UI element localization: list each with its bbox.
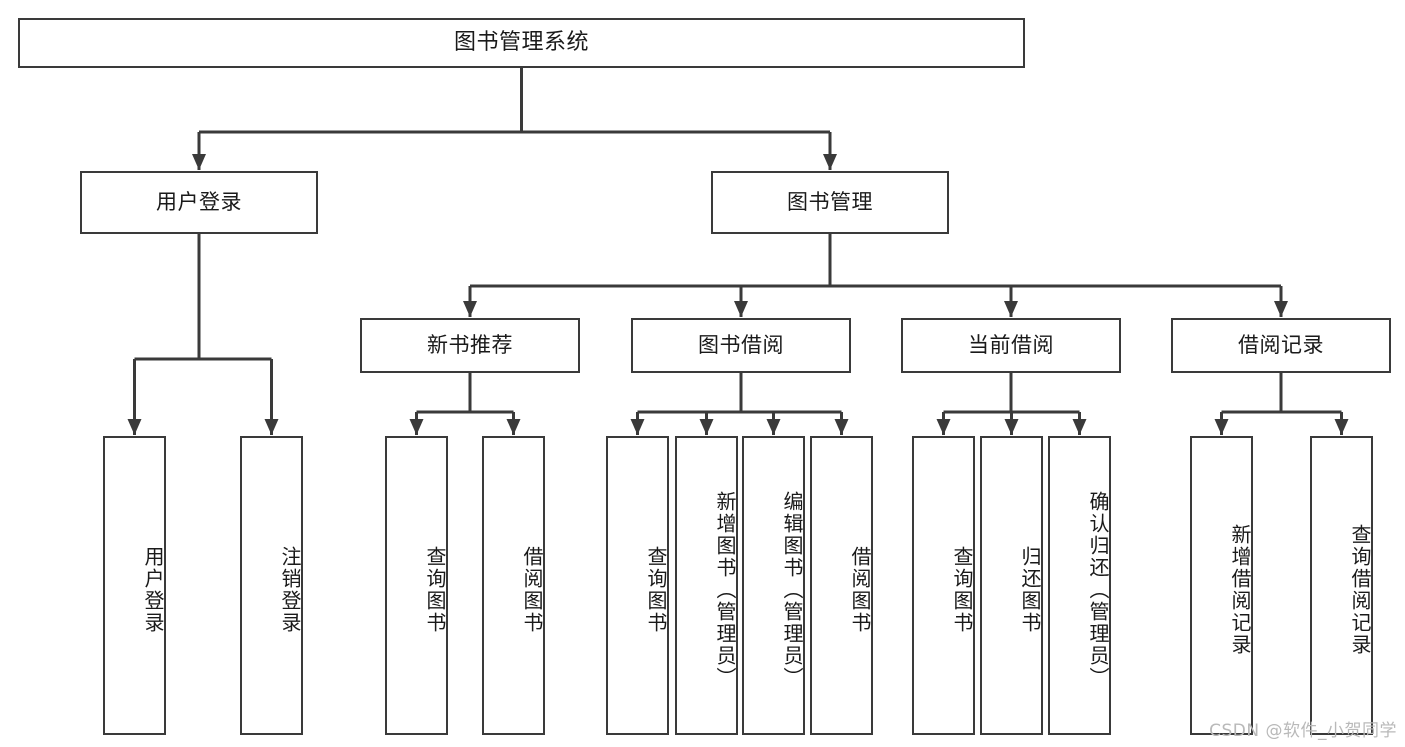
node-label: 借阅记录 [1238,333,1324,358]
node-label: 查询图书 [423,545,447,634]
node-leaf-rc2[interactable]: 查询借阅记录 [1310,436,1373,735]
node-leaf-cb2[interactable]: 归还图书 [980,436,1043,735]
node-leaf-login1[interactable]: 用户登录 [103,436,166,735]
node-newbook[interactable]: 新书推荐 [360,318,580,373]
node-label: 归还图书 [1018,545,1042,634]
node-leaf-rc1[interactable]: 新增借阅记录 [1190,436,1253,735]
node-records[interactable]: 借阅记录 [1171,318,1391,373]
node-label: 新增借阅记录 [1228,523,1252,656]
node-label: 用户登录 [141,545,165,634]
node-label: 注销登录 [278,545,302,634]
node-current[interactable]: 当前借阅 [901,318,1121,373]
node-label: 图书管理系统 [453,30,589,56]
node-label: 查询图书 [950,545,974,634]
node-label: 图书管理 [787,190,873,215]
node-label: 借阅图书 [520,545,544,634]
node-label: 用户登录 [156,190,242,215]
node-leaf-bw3[interactable]: 编辑图书（管理员） [742,436,805,735]
node-leaf-nb1[interactable]: 查询图书 [385,436,448,735]
node-leaf-bw1[interactable]: 查询图书 [606,436,669,735]
node-bookmgmt[interactable]: 图书管理 [711,171,949,234]
node-leaf-bw2[interactable]: 新增图书（管理员） [675,436,738,735]
node-label: 当前借阅 [968,333,1054,358]
node-label: 确认归还（管理员） [1086,490,1110,689]
node-label: 编辑图书（管理员） [780,490,804,689]
node-label: 查询图书 [644,545,668,634]
node-label: 图书借阅 [698,333,784,358]
node-label: 借阅图书 [848,545,872,634]
node-root[interactable]: 图书管理系统 [18,18,1025,68]
node-leaf-nb2[interactable]: 借阅图书 [482,436,545,735]
watermark-label: CSDN @软件_小贺同学 [1209,721,1397,741]
node-leaf-login2[interactable]: 注销登录 [240,436,303,735]
node-label: 新书推荐 [427,333,513,358]
node-leaf-cb3[interactable]: 确认归还（管理员） [1048,436,1111,735]
node-label: 查询借阅记录 [1348,523,1372,656]
node-leaf-cb1[interactable]: 查询图书 [912,436,975,735]
node-login[interactable]: 用户登录 [80,171,318,234]
node-borrow[interactable]: 图书借阅 [631,318,851,373]
node-label: 新增图书（管理员） [713,490,737,689]
node-leaf-bw4[interactable]: 借阅图书 [810,436,873,735]
